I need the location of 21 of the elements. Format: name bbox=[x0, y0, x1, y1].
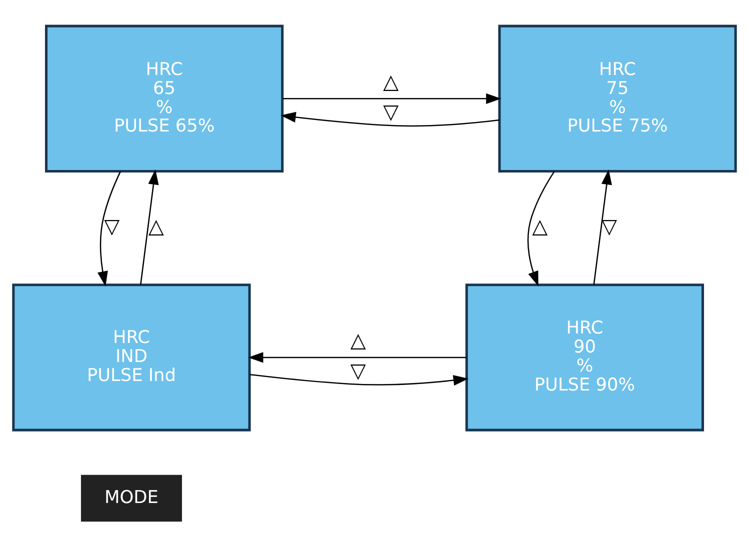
arrow bbox=[140, 169, 159, 285]
arrow bbox=[527, 170, 555, 286]
edge-label: △ bbox=[148, 214, 164, 238]
arrow bbox=[248, 352, 466, 363]
node-box: MODE bbox=[80, 474, 182, 522]
node-box: HRC 75 % PULSE 75% bbox=[498, 24, 737, 172]
arrow bbox=[593, 169, 612, 285]
node-box: HRC 65 % PULSE 65% bbox=[44, 24, 284, 172]
edge-label: ▽ bbox=[602, 214, 618, 238]
arrow bbox=[280, 112, 500, 127]
edge-label: ▽ bbox=[350, 358, 366, 382]
edge-label: △ bbox=[532, 214, 548, 238]
edge-label: ▽ bbox=[104, 214, 120, 238]
node-box: HRC 90 % PULSE 90% bbox=[465, 284, 704, 432]
edge-label: △ bbox=[350, 328, 366, 352]
edge-label: ▽ bbox=[383, 100, 399, 124]
arrow bbox=[250, 374, 469, 386]
edge-label: △ bbox=[383, 69, 399, 94]
arrow bbox=[282, 93, 502, 104]
node-box: HRC IND PULSE Ind bbox=[12, 284, 251, 432]
arrow bbox=[97, 171, 122, 286]
